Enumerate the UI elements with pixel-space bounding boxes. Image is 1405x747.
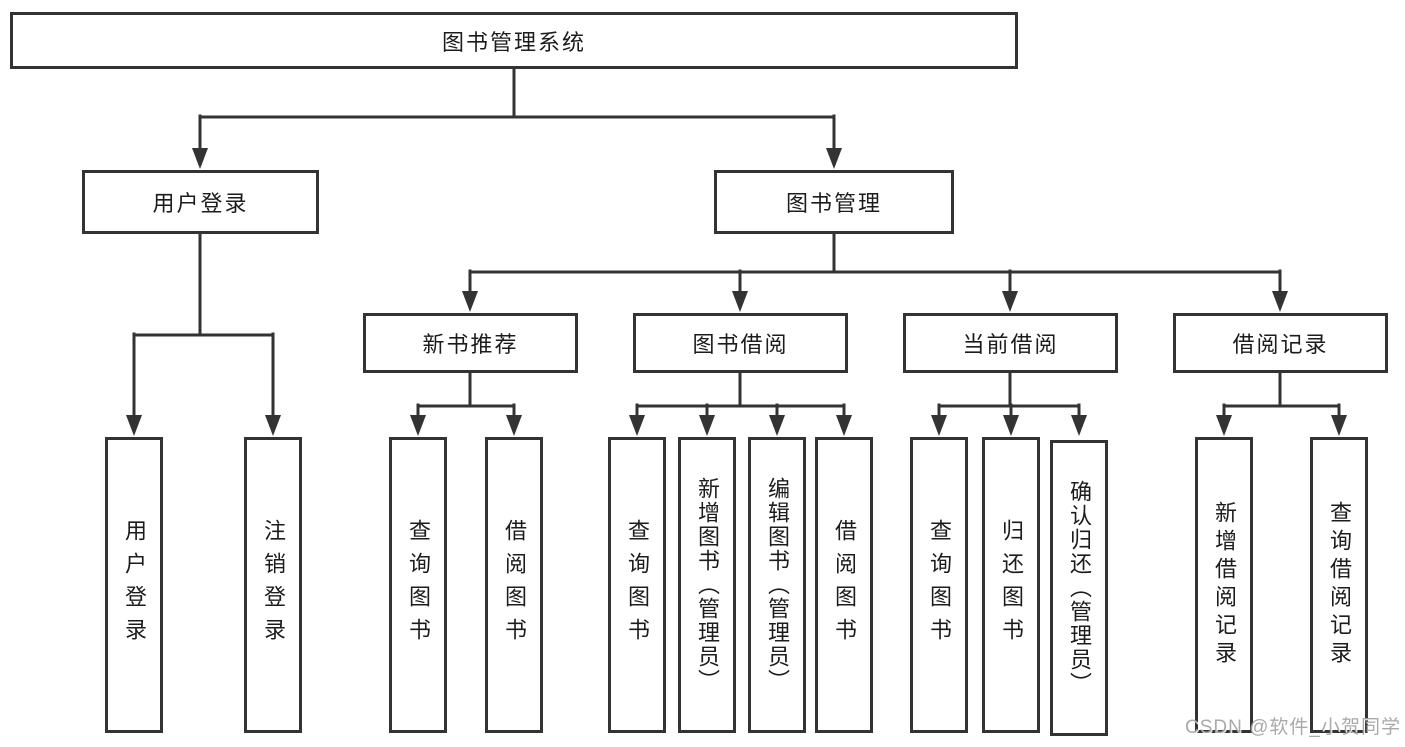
node-book-management: 图书管理	[714, 170, 954, 234]
node-label: 查询图书	[927, 519, 952, 651]
node-borrow-edit-books-admin: 编辑图书（管理员）	[748, 437, 806, 733]
node-label: 查询图书	[406, 519, 431, 651]
node-recommend-borrow-books: 借阅图书	[485, 437, 543, 733]
node-label: 借阅记录	[1232, 332, 1329, 357]
node-records-add-record: 新增借阅记录	[1195, 437, 1253, 733]
node-borrow-borrow-books: 借阅图书	[815, 437, 873, 733]
node-label: 确认归还（管理员）	[1067, 480, 1092, 696]
node-library-system: 图书管理系统	[10, 12, 1018, 69]
node-label: 借阅图书	[502, 519, 527, 651]
node-user-login: 用户登录	[82, 170, 319, 234]
node-label: 图书管理	[785, 191, 882, 216]
node-label: 用户登录	[122, 519, 147, 651]
node-label: 新增图书（管理员）	[695, 477, 720, 693]
node-label: 当前借阅	[962, 332, 1059, 357]
node-label: 编辑图书（管理员）	[765, 477, 790, 693]
node-borrow-add-books-admin: 新增图书（管理员）	[678, 437, 736, 733]
node-label: 注销登录	[261, 519, 286, 651]
csdn-watermark: CSDN @软件_小贺同学	[1185, 717, 1401, 738]
node-current-borrowing: 当前借阅	[903, 313, 1118, 373]
node-recommend-query-books: 查询图书	[389, 437, 447, 733]
node-logout-leaf: 注销登录	[244, 437, 302, 733]
node-user-login-leaf: 用户登录	[105, 437, 163, 733]
node-borrow-query-books: 查询图书	[608, 437, 666, 733]
node-label: 图书管理系统	[441, 29, 586, 55]
node-label: 图书借阅	[692, 332, 789, 357]
node-new-book-recommendation: 新书推荐	[363, 313, 578, 373]
node-label: 查询图书	[625, 519, 650, 651]
arrowheads	[126, 148, 1347, 436]
node-current-confirm-return-admin: 确认归还（管理员）	[1050, 440, 1108, 736]
node-records-query-record: 查询借阅记录	[1310, 437, 1368, 733]
node-borrowing-records: 借阅记录	[1173, 313, 1388, 373]
node-label: 新增借阅记录	[1212, 501, 1237, 669]
node-label: 归还图书	[999, 519, 1024, 651]
node-label: 新书推荐	[422, 332, 519, 357]
node-current-return-books: 归还图书	[982, 437, 1040, 733]
node-label: 查询借阅记录	[1327, 501, 1352, 669]
node-book-borrowing: 图书借阅	[633, 313, 848, 373]
node-current-query-books: 查询图书	[910, 437, 968, 733]
node-label: 用户登录	[152, 191, 249, 216]
node-label: 借阅图书	[832, 519, 857, 651]
